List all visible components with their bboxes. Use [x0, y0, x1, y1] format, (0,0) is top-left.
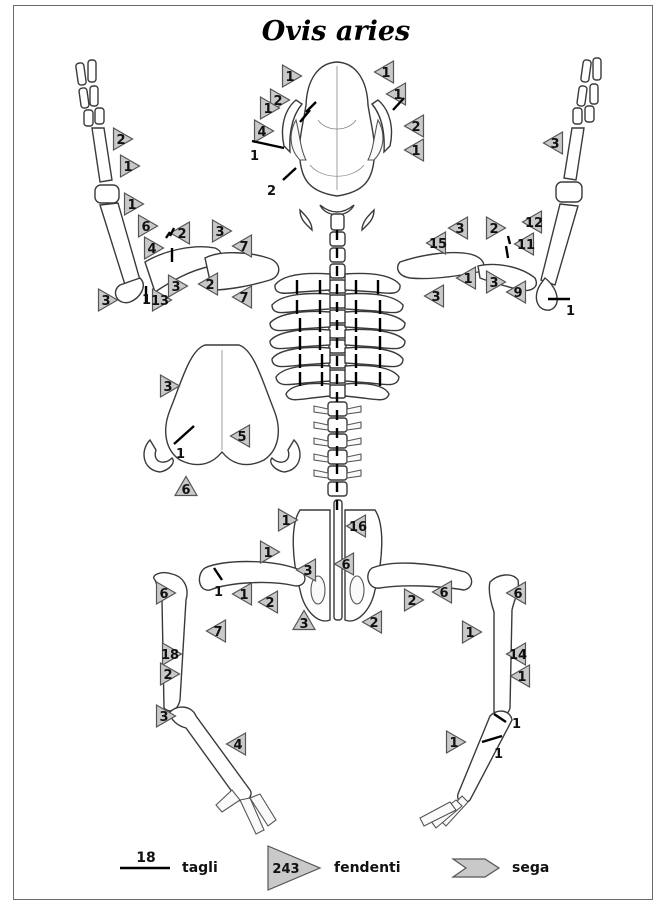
- left-hindleg: [154, 562, 305, 835]
- legend-chop-number: 243: [272, 862, 299, 877]
- pelvis-8-label: 2: [369, 616, 378, 631]
- right-foreleg-4-label: 12: [525, 216, 543, 231]
- pelvis-3-label: 3: [303, 564, 312, 579]
- right-foreleg-7-label: 1: [463, 272, 472, 287]
- small-skull-2-label: 6: [181, 483, 190, 498]
- legend-cut-number: 18: [136, 850, 155, 866]
- pelvis: [293, 500, 382, 621]
- right-foreleg-3-label: 2: [489, 222, 498, 237]
- skull-left-3-label: 1: [263, 102, 272, 117]
- left-hindleg-4-label: 3: [159, 710, 168, 725]
- right-foreleg-8-label: 3: [431, 290, 440, 305]
- right-hindleg-femur-0-label: 2: [407, 594, 416, 609]
- skull-cut-1-label: 2: [267, 184, 276, 199]
- right-hindleg-cut-0-label: 1: [512, 717, 521, 732]
- left-foreleg-0-label: 2: [116, 133, 125, 148]
- left-hindleg-5-label: 4: [233, 738, 242, 753]
- legend-chop-label: fendenti: [334, 860, 401, 876]
- skull-right-0-label: 1: [381, 66, 390, 81]
- left-hindleg-1-label: 7: [213, 625, 222, 640]
- pelvis-cut-label: 1: [214, 585, 223, 600]
- right-foreleg-cut-label: 1: [566, 304, 575, 319]
- pelvis-5-label: 1: [239, 588, 248, 603]
- left-foreleg: [76, 60, 279, 303]
- pelvis-7-label: 3: [299, 617, 308, 632]
- left-foreleg-9-label: 13: [151, 294, 169, 309]
- left-foreleg-7-label: 7: [239, 240, 248, 255]
- pelvis-6-label: 2: [265, 596, 274, 611]
- right-hindleg-0-label: 6: [513, 587, 522, 602]
- left-foreleg-11-label: 2: [205, 278, 214, 293]
- figure-title: Ovis aries: [262, 16, 410, 47]
- small-skull-1-label: 5: [237, 430, 246, 445]
- skull-right-3-label: 1: [411, 144, 420, 159]
- skull-left-1-label: 4: [257, 125, 266, 140]
- skull-cut-0-line: [252, 141, 284, 148]
- right-foreleg: [398, 58, 601, 310]
- skull-left-0-label: 1: [285, 70, 294, 85]
- right-hindleg-1-label: 1: [465, 626, 474, 641]
- left-foreleg-6-label: 3: [215, 225, 224, 240]
- right-hindleg-2-label: 14: [509, 648, 527, 663]
- pelvis-1-label: 16: [349, 520, 367, 535]
- right-foreleg-1-label: 15: [429, 237, 447, 252]
- small-skull-cut-label: 1: [176, 447, 185, 462]
- right-foreleg-cut3-line: [508, 236, 510, 244]
- right-hindleg-4-label: 1: [449, 736, 458, 751]
- left-foreleg-10-label: 3: [171, 280, 180, 295]
- pelvis-2-label: 1: [263, 546, 272, 561]
- left-foreleg-1-label: 1: [123, 160, 132, 175]
- left-foreleg-cut-label: 1: [142, 293, 151, 308]
- right-foreleg-2-label: 3: [455, 222, 464, 237]
- right-foreleg-9-label: 9: [513, 286, 522, 301]
- pelvis-0-label: 1: [281, 514, 290, 529]
- left-hindleg-0-label: 6: [159, 587, 168, 602]
- skull-cut-0-label: 1: [250, 149, 259, 164]
- left-foreleg-2-label: 1: [127, 198, 136, 213]
- legend-saw-label: sega: [512, 860, 549, 876]
- left-foreleg-3-label: 6: [141, 220, 150, 235]
- skull: [283, 62, 392, 230]
- right-foreleg-cut2-line: [506, 246, 508, 258]
- left-foreleg-cut4-line: [166, 232, 170, 238]
- right-hindleg: [368, 563, 519, 828]
- right-foreleg-0-label: 3: [550, 137, 559, 152]
- left-foreleg-12-label: 7: [239, 291, 248, 306]
- legend-saw-chevron: [453, 859, 499, 877]
- left-hindleg-3-label: 2: [163, 668, 172, 683]
- small-skull-0-label: 3: [163, 380, 172, 395]
- pelvis-4-label: 6: [341, 558, 350, 573]
- legend: 18 tagli 243 fendenti sega: [120, 846, 549, 890]
- right-foreleg-5-label: 11: [517, 238, 535, 253]
- left-foreleg-8-label: 3: [101, 294, 110, 309]
- left-hindleg-2-label: 18: [161, 648, 179, 663]
- left-foreleg-5-label: 2: [177, 227, 186, 242]
- legend-cut-label: tagli: [182, 860, 218, 876]
- right-hindleg-femur-1-label: 6: [439, 586, 448, 601]
- left-foreleg-4-label: 4: [147, 242, 156, 257]
- right-hindleg-cut-1-label: 1: [494, 747, 503, 762]
- right-hindleg-3-label: 1: [517, 670, 526, 685]
- right-foreleg-6-label: 3: [489, 276, 498, 291]
- skull-cut-1-line: [283, 168, 296, 180]
- skull-right-2-label: 2: [411, 120, 420, 135]
